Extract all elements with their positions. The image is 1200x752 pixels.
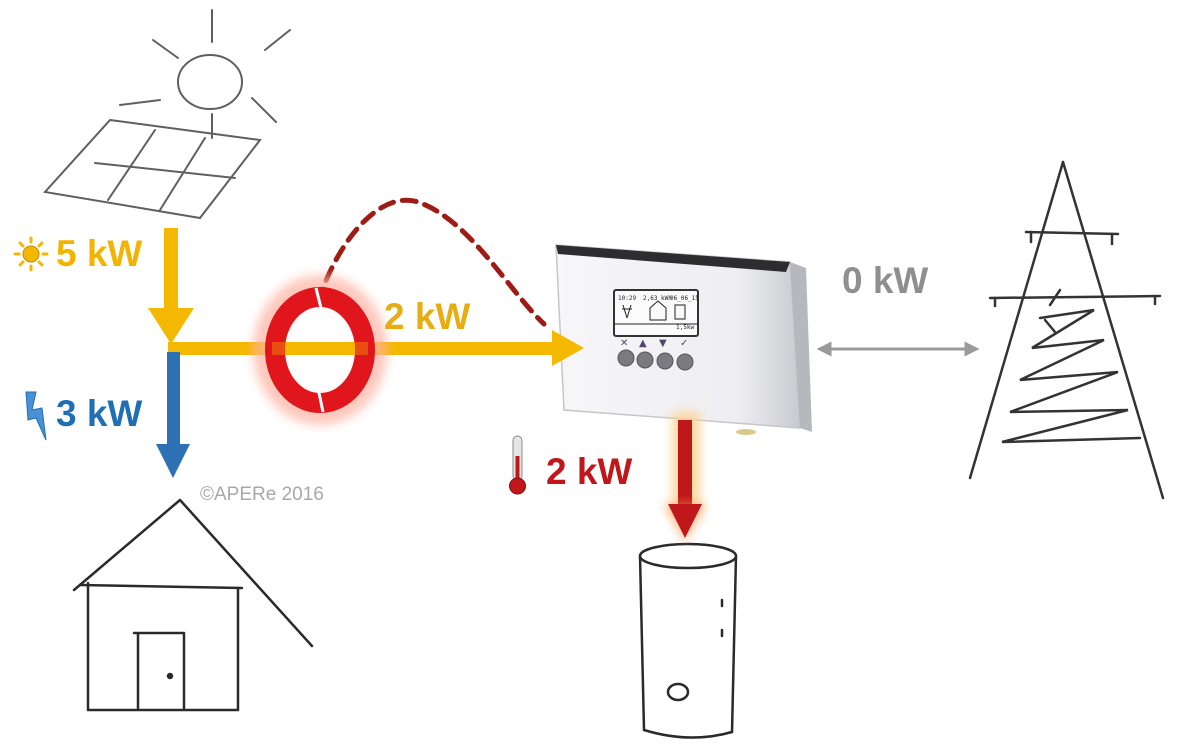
display-tank-icon (674, 304, 686, 320)
down-button[interactable] (656, 352, 674, 370)
confirm-icon: ✓ (680, 338, 688, 349)
house-consumption-label: 3 kW (56, 393, 143, 434)
sun-icon (13, 236, 49, 272)
solar-panel-sketch (43, 9, 291, 220)
display-power: 1,5kw (676, 324, 694, 331)
display-house-icon (649, 300, 667, 321)
display-energy: 2,63 kWh (643, 295, 672, 302)
display-pylon-icon (622, 304, 632, 319)
grid-exchange-label: 0 kW (842, 260, 929, 301)
house-flow-arrow (156, 352, 190, 478)
down-icon: ▼ (659, 338, 667, 349)
water-heater-sketch (638, 542, 738, 739)
copyright-notice: ©APERe 2016 (200, 484, 324, 505)
heater-flow-arrow (664, 412, 706, 542)
power-pylon-sketch (968, 160, 1165, 500)
display-time: 10:29 (618, 295, 636, 302)
up-icon: ▲ (639, 338, 647, 349)
power-controller-device: 10:29 2,63 kWh 06_06_15 1,5kw ✕ ▲ ▼ ✓ (555, 244, 812, 435)
current-sensor-wire (315, 197, 547, 327)
heater-power-label: 2 kW (546, 451, 633, 492)
surplus-flow-label: 2 kW (384, 296, 471, 337)
thermometer-icon (509, 435, 526, 495)
display-date: 06_06_15 (670, 295, 699, 302)
confirm-button[interactable] (676, 353, 694, 371)
house-sketch (72, 498, 314, 712)
cancel-button[interactable] (617, 349, 635, 367)
up-button[interactable] (636, 351, 654, 369)
lightning-icon (25, 391, 47, 441)
sun-sketch (177, 54, 243, 110)
solar-power-label: 5 kW (56, 233, 143, 274)
cancel-icon: ✕ (620, 338, 628, 349)
current-clamp-sensor (253, 275, 387, 425)
